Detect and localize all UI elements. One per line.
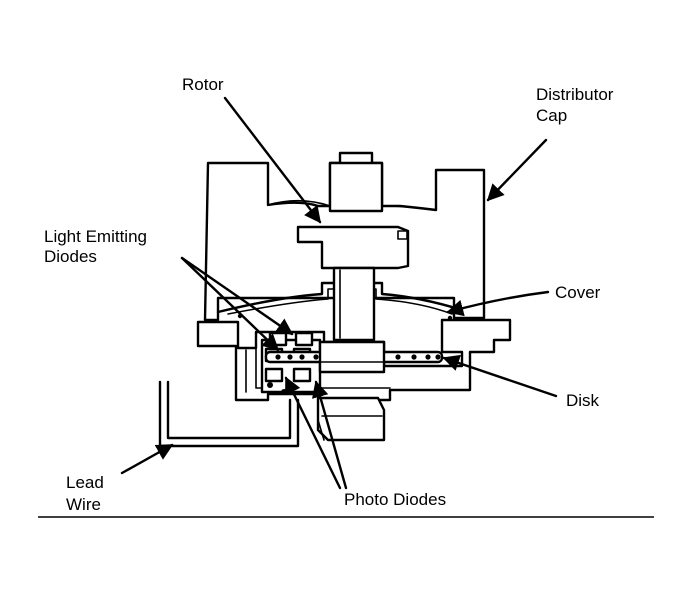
- disk-arrow: [442, 354, 558, 398]
- rotor-hub: [328, 151, 384, 213]
- label-led-line1: Light Emitting: [44, 227, 147, 246]
- lead-arrow: [120, 443, 174, 475]
- label-lead-wire-line2: Wire: [66, 495, 101, 514]
- led-arrow-upper: [180, 256, 294, 336]
- label-distributor-cap-line1: Distributor: [536, 85, 614, 104]
- label-lead-wire-line1: Lead: [66, 473, 104, 492]
- label-cover: Cover: [555, 283, 601, 302]
- cap-arrow: [486, 138, 548, 202]
- label-led-line2: Diodes: [44, 247, 97, 266]
- label-distributor-cap-line2: Cap: [536, 106, 567, 125]
- rotor-arrow: [223, 96, 322, 224]
- cover-arrow: [446, 290, 550, 317]
- leader-arrows: [120, 96, 558, 490]
- photo-arrow-left: [284, 376, 342, 490]
- disk: [264, 340, 444, 374]
- shaft: [332, 266, 376, 342]
- lower-shank: [316, 396, 386, 442]
- label-photo-diodes: Photo Diodes: [344, 490, 446, 509]
- label-disk: Disk: [566, 391, 600, 410]
- photo-arrow-right: [312, 380, 348, 490]
- label-rotor: Rotor: [182, 75, 224, 94]
- rotor: [296, 225, 410, 270]
- led-arrow-lower: [180, 256, 280, 352]
- lead-wire: [158, 380, 300, 448]
